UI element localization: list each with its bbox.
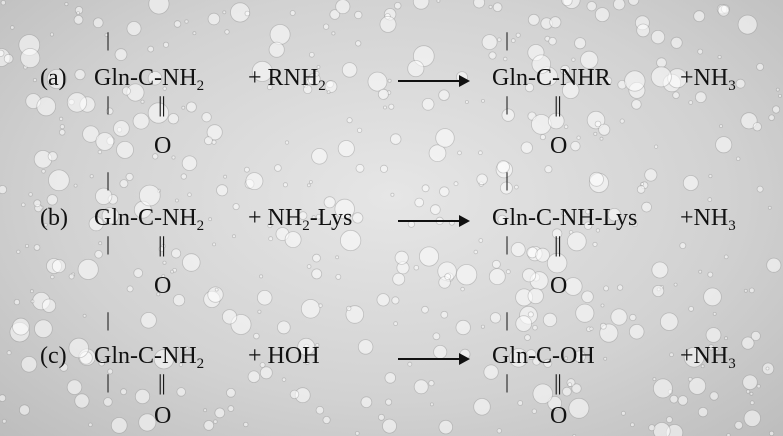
product-c: Gln-C-OH bbox=[492, 343, 595, 369]
reaction-arrow-c bbox=[398, 353, 470, 365]
reagent-b: + NH2-Lys bbox=[248, 205, 353, 234]
reaction-label-b: (b) bbox=[40, 205, 68, 231]
product-double-bond-b: || bbox=[554, 232, 562, 257]
reaction-arrow-b bbox=[398, 215, 470, 227]
reactant-oxygen-a: O bbox=[154, 133, 172, 159]
reactant-bottom-bond-c: | bbox=[106, 371, 111, 393]
reaction-label-a: (a) bbox=[40, 65, 67, 91]
product-oxygen-b: O bbox=[550, 273, 568, 299]
reactant-c: Gln-C-NH2 bbox=[94, 343, 205, 372]
reactant-oxygen-b: O bbox=[154, 273, 172, 299]
reactant-oxygen-c: O bbox=[154, 403, 172, 429]
reactant-double-bond-c: || bbox=[158, 370, 166, 395]
product-top-bond-c: | bbox=[505, 309, 510, 331]
reaction-arrow-a bbox=[398, 75, 470, 87]
reactant-top-bond-b: | bbox=[106, 169, 111, 191]
reagent-a: + RNH2 bbox=[248, 65, 326, 94]
product-bottom-bond-c: | bbox=[505, 371, 510, 393]
product-double-bond-c: || bbox=[554, 370, 562, 395]
product-oxygen-c: O bbox=[550, 403, 568, 429]
reagent-c: + HOH bbox=[248, 343, 320, 369]
product-oxygen-a: O bbox=[550, 133, 568, 159]
reactant-b: Gln-C-NH2 bbox=[94, 205, 205, 234]
reactant-top-bond-a: | bbox=[106, 29, 111, 51]
byproduct-b: +NH3 bbox=[680, 205, 736, 234]
product-b: Gln-C-NH-Lys bbox=[492, 205, 638, 231]
reactant-top-bond-c: | bbox=[106, 309, 111, 331]
product-double-bond-a: || bbox=[554, 92, 562, 117]
reactant-double-bond-b: || bbox=[158, 232, 166, 257]
product-a: Gln-C-NHR bbox=[492, 65, 611, 91]
reaction-label-c: (c) bbox=[40, 343, 67, 369]
reactant-bottom-bond-b: | bbox=[106, 233, 111, 255]
byproduct-a: +NH3 bbox=[680, 65, 736, 94]
reactant-bottom-bond-a: | bbox=[106, 93, 111, 115]
product-top-bond-a: | bbox=[505, 29, 510, 51]
product-bottom-bond-a: | bbox=[505, 93, 510, 115]
byproduct-c: +NH3 bbox=[680, 343, 736, 372]
reactant-double-bond-a: || bbox=[158, 92, 166, 117]
product-top-bond-b: | bbox=[505, 169, 510, 191]
reactant-a: Gln-C-NH2 bbox=[94, 65, 205, 94]
product-bottom-bond-b: | bbox=[505, 233, 510, 255]
